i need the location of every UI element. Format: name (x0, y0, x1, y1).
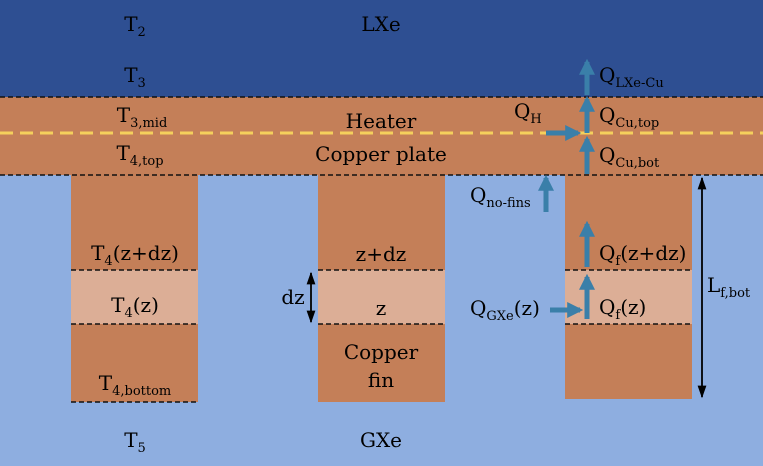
q-cu-top-label: QCu,top (599, 103, 659, 131)
l-f-bot-label: Lf,bot (707, 273, 751, 301)
t5-label: T5 (124, 428, 146, 456)
t3mid-label: T3,mid (117, 103, 168, 131)
copper-fin-label-line2: fin (368, 368, 394, 392)
q-cu-bot-label: QCu,bot (599, 143, 660, 171)
q-f-z-label: Qf(z) (599, 295, 646, 323)
t4zdz-label: T4(z+dz) (91, 241, 179, 269)
fin-slice-left (71, 270, 198, 324)
t4z-label: T4(z) (111, 293, 159, 321)
t4top-label: T4,top (116, 141, 163, 169)
dz-label: dz (281, 285, 304, 309)
heater-label: Heater (346, 109, 417, 133)
copper-fin-label-line1: Copper (344, 340, 419, 364)
q-f-zdz-label: Qf(z+dz) (599, 241, 686, 269)
lxe-region (0, 0, 763, 97)
t3-label: T3 (124, 63, 146, 91)
gxe-label: GXe (360, 428, 402, 452)
q-lxe-cu-label: QLXe-Cu (599, 63, 664, 91)
z-label: z (376, 296, 387, 320)
q-no-fins-label: Qno-fins (470, 183, 531, 211)
copper-plate (0, 97, 763, 175)
t4bottom-label: T4,bottom (99, 371, 172, 399)
q-h-label: QH (514, 99, 542, 127)
copper-plate-label: Copper plate (315, 142, 447, 166)
t2-label: T2 (124, 12, 146, 40)
lxe-label: LXe (361, 12, 400, 36)
q-gxe-z-label: QGXe(z) (470, 296, 540, 324)
zdz-label: z+dz (356, 242, 407, 266)
fin-slice-middle (318, 270, 445, 324)
